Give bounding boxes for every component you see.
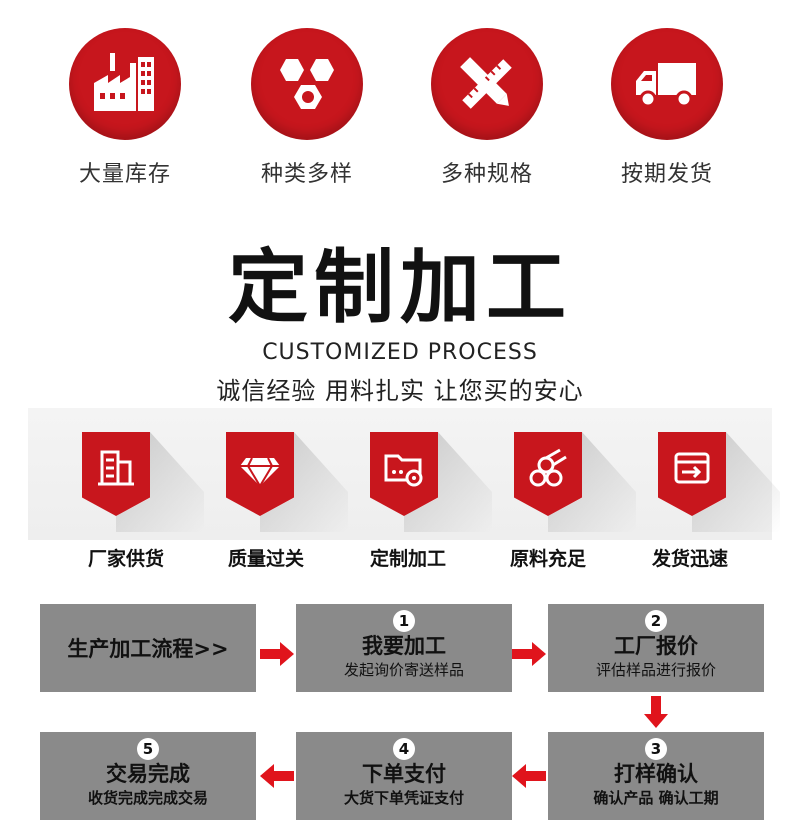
section-subtitle: CUSTOMIZED PROCESS xyxy=(262,340,538,365)
feature-variety: 种类多样 xyxy=(232,28,382,188)
step-number-badge: 5 xyxy=(137,738,159,760)
process-step-1: 1 我要加工 发起询价寄送样品 xyxy=(296,604,512,692)
feature-label: 按期发货 xyxy=(620,162,713,187)
process-intro-box: 生产加工流程>> xyxy=(40,604,256,692)
feature-circle xyxy=(431,28,543,140)
feature-circle xyxy=(611,28,723,140)
step-description: 发起询价寄送样品 xyxy=(343,661,464,679)
advantage-badge xyxy=(658,432,780,532)
delivery-box-icon xyxy=(674,452,710,484)
feature-delivery: 按期发货 xyxy=(592,28,742,188)
step-title: 交易完成 xyxy=(106,762,190,786)
step-description: 确认产品 确认工期 xyxy=(593,789,719,807)
section-title: 定制加工 xyxy=(228,241,572,334)
left-arrow-icon xyxy=(260,764,294,788)
advantage-badge xyxy=(514,432,636,532)
right-arrow-icon xyxy=(512,642,546,666)
advantage-badge xyxy=(370,432,492,532)
feature-circle xyxy=(251,28,363,140)
advantage-label: 发货迅速 xyxy=(651,548,728,570)
truck-icon xyxy=(636,63,696,108)
feature-circle xyxy=(69,28,181,140)
step-number-badge: 2 xyxy=(645,610,667,632)
diamond-icon xyxy=(240,457,280,488)
advantage-label: 定制加工 xyxy=(369,548,446,570)
feature-row: 大量库存 种类多样 xyxy=(0,0,800,200)
process-step-2: 2 工厂报价 评估样品进行报价 xyxy=(548,604,764,692)
hexagon-nut-icon xyxy=(280,59,334,109)
feature-label: 大量库存 xyxy=(78,162,171,187)
feature-specs: 多种规格 xyxy=(412,28,562,188)
factory-icon xyxy=(94,53,154,111)
section-heading: 定制加工 CUSTOMIZED PROCESS 诚信经验 用料扎实 让您买的安心 xyxy=(0,240,800,406)
feature-stock: 大量库存 xyxy=(50,28,200,188)
advantage-label: 质量过关 xyxy=(227,548,304,570)
pencil-ruler-icon xyxy=(460,57,512,109)
folder-gear-icon xyxy=(384,454,423,487)
feature-label: 种类多样 xyxy=(260,162,353,187)
process-intro-label: 生产加工流程>> xyxy=(67,637,229,661)
step-number-badge: 1 xyxy=(393,610,415,632)
step-number-badge: 3 xyxy=(645,738,667,760)
building-icon xyxy=(98,450,134,486)
section-slogan: 诚信经验 用料扎实 让您买的安心 xyxy=(216,377,584,405)
right-arrow-icon xyxy=(260,642,294,666)
advantage-badge xyxy=(226,432,348,532)
step-description: 评估样品进行报价 xyxy=(595,661,716,679)
step-number-badge: 4 xyxy=(393,738,415,760)
step-description: 大货下单凭证支付 xyxy=(343,789,464,807)
advantage-label: 原料充足 xyxy=(509,548,586,570)
step-title: 工厂报价 xyxy=(614,634,698,658)
pipes-icon xyxy=(529,448,567,487)
process-step-4: 4 下单支付 大货下单凭证支付 xyxy=(296,732,512,820)
process-step-5: 5 交易完成 收货完成完成交易 xyxy=(40,732,256,820)
step-title: 下单支付 xyxy=(362,762,446,786)
advantage-label: 厂家供货 xyxy=(87,548,164,570)
feature-label: 多种规格 xyxy=(440,162,533,187)
down-arrow-icon xyxy=(644,696,668,728)
advantage-badge xyxy=(82,432,204,532)
left-arrow-icon xyxy=(512,764,546,788)
step-title: 打样确认 xyxy=(614,762,698,786)
step-title: 我要加工 xyxy=(362,634,446,658)
process-step-3: 3 打样确认 确认产品 确认工期 xyxy=(548,732,764,820)
step-description: 收货完成完成交易 xyxy=(87,789,208,807)
